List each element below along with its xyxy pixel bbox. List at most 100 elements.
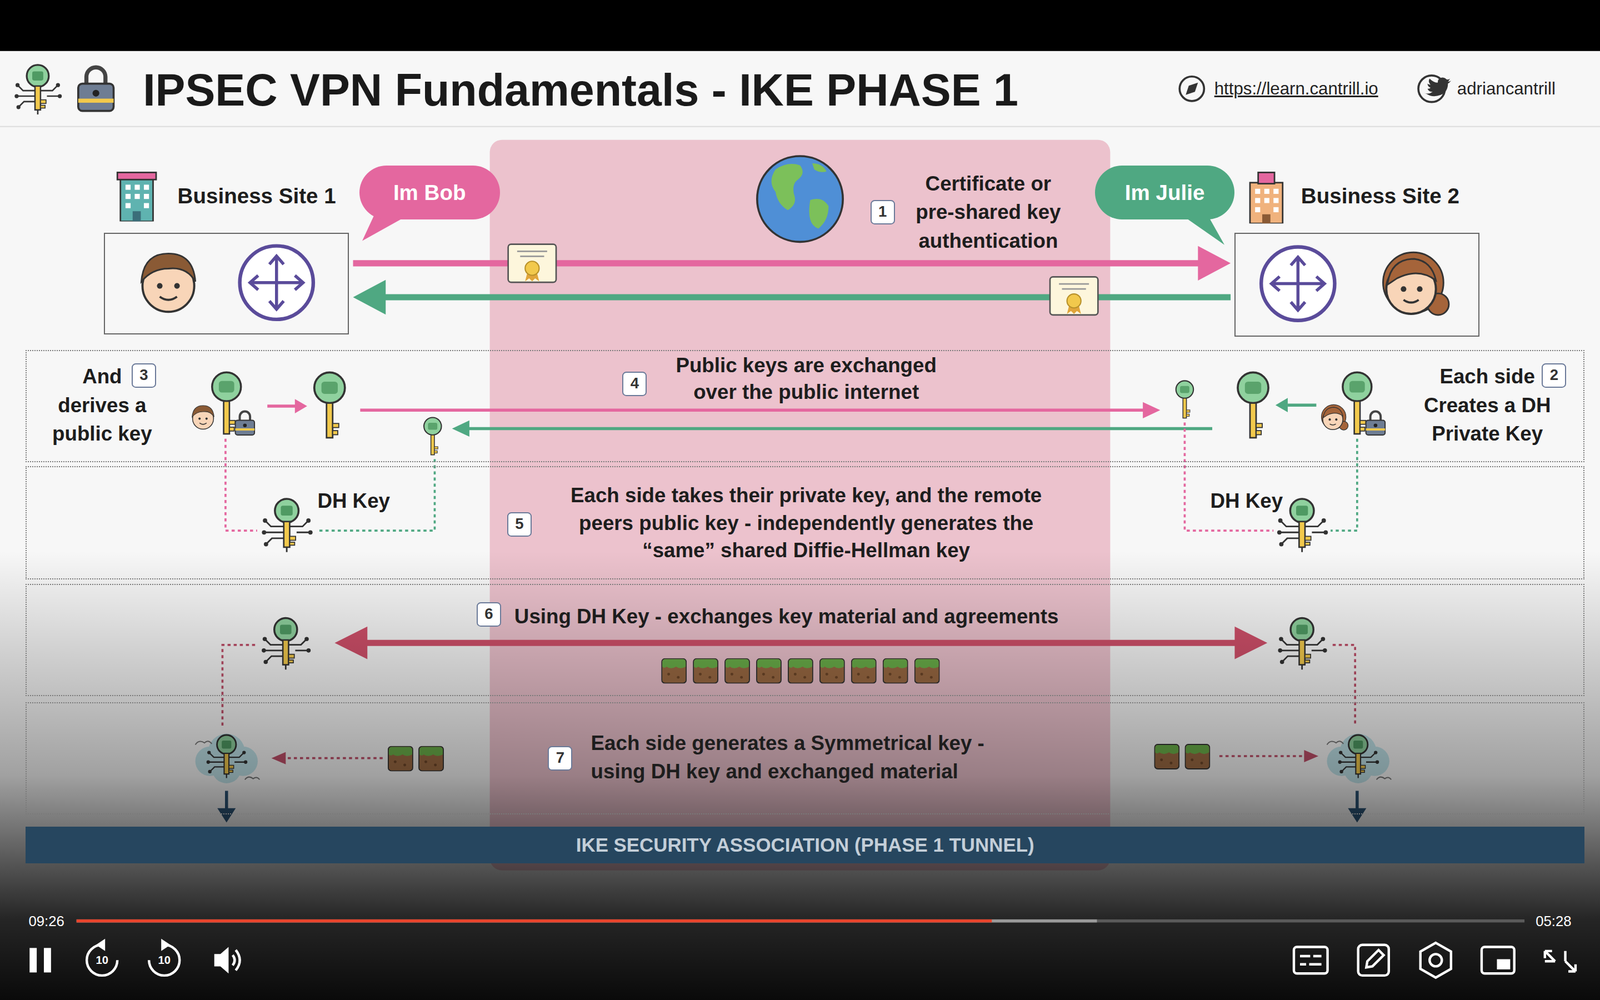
dh-key-icon [261, 498, 313, 553]
router-symbol [240, 246, 1335, 321]
step-band: Using DH Key - exchanges key material an… [25, 583, 1585, 697]
private-public-keys [295, 398, 308, 414]
globe-icon [812, 163, 827, 173]
player-shade [0, 551, 1600, 1000]
step-band: And derives a public keyPublic keys are … [25, 350, 1585, 463]
tunnel-bar: IKE SECURITY ASSOCIATION (PHASE 1 TUNNEL… [25, 826, 1585, 864]
speech-bubble: Im Julie [1095, 165, 1235, 220]
step-band: Each side generates a Symmetrical key - … [25, 702, 1585, 815]
step-text: Each side takes their private key, and t… [541, 481, 1072, 565]
progress-bar [76, 919, 1525, 923]
private-public-keys [423, 417, 442, 455]
globe-icon [757, 156, 843, 242]
private-public-keys [235, 411, 255, 435]
link-icons [1185, 82, 1198, 95]
certificate-icon [508, 244, 1099, 315]
slide-title: IPSEC VPN Fundamentals - IKE PHASE 1 [142, 59, 1019, 121]
player-controls [1358, 945, 1389, 976]
site-box: Business Site 2 [1234, 169, 1480, 337]
site-heading: Business Site 2 [1301, 181, 1460, 210]
callout-number: 6 [476, 602, 502, 627]
title-icons [78, 67, 114, 111]
player-controls [232, 950, 240, 971]
connector-arrow [382, 293, 1231, 300]
player-controls [1545, 951, 1576, 972]
person-face [141, 252, 1449, 315]
player-controls [43, 947, 52, 973]
router-symbol [240, 246, 314, 320]
bubble-text: Im Julie [1095, 165, 1235, 220]
globe-icon [757, 156, 843, 242]
private-public-keys [267, 404, 296, 408]
step-text: Each side generates a Symmetrical key - … [591, 728, 995, 787]
player-controls [1496, 959, 1510, 970]
time-remaining: 05:28 [1535, 911, 1572, 932]
callout-number: 1 [870, 200, 895, 225]
time-elapsed: 09:26 [28, 911, 64, 932]
building-icon [1250, 172, 1283, 224]
player-controls [29, 938, 1576, 978]
certificate-icon [1050, 276, 1098, 315]
player-controls [214, 946, 229, 974]
certificate-icon [508, 244, 557, 283]
dh-key-leaders [1184, 422, 1274, 531]
private-public-keys [1366, 411, 1385, 435]
site-box-outline [1234, 232, 1480, 337]
dh-key-leaders [1330, 438, 1358, 531]
globe-icon [809, 198, 829, 229]
bubble-text: Im Bob [359, 165, 500, 220]
connector-arrowhead [1197, 246, 1231, 281]
link-text: https://learn.cantrill.io [1214, 75, 1379, 103]
private-public-keys [1142, 402, 1160, 419]
private-public-keys [314, 372, 345, 438]
router-symbol [1261, 246, 1335, 320]
connector-arrow [353, 260, 1202, 267]
building-icon [117, 172, 157, 222]
progress-bar [76, 919, 993, 923]
private-public-keys [1287, 403, 1317, 407]
connector-arrow [353, 246, 1232, 281]
connector-arrowhead [353, 280, 387, 315]
player-controls [29, 947, 37, 973]
player-controls [86, 945, 118, 976]
person-face [141, 253, 196, 312]
player-controls [161, 938, 171, 952]
site-box: Business Site 1 [103, 169, 349, 335]
private-public-keys [192, 405, 214, 430]
step-text: DH Key [317, 486, 390, 515]
skip-seconds: 10 [152, 953, 177, 968]
player-controls [1481, 946, 1515, 974]
step-band: DH Key Each side takes their private key,… [25, 466, 1585, 580]
step-text: Certificate or pre-shared key authentica… [903, 169, 1073, 255]
player-controls [96, 938, 106, 952]
site-heading: Business Site 1 [177, 181, 337, 210]
player-controls [1420, 942, 1452, 978]
step-text: Using DH Key - exchanges key material an… [514, 602, 1059, 631]
speech-bubble: Im Bob [359, 165, 500, 220]
callout-number: 2 [1541, 363, 1567, 388]
progress-bar [76, 919, 1098, 923]
skip-seconds: 10 [90, 953, 115, 968]
handle-text: adriancantrill [1457, 75, 1556, 103]
private-public-keys [360, 408, 1145, 413]
private-public-keys [452, 420, 470, 437]
callout-number: 7 [547, 746, 573, 771]
callout-number: 4 [622, 371, 647, 397]
player-shade [0, 551, 1600, 1000]
player-controls [1293, 946, 1328, 974]
bar-text: IKE SECURITY ASSOCIATION (PHASE 1 TUNNEL… [25, 826, 1585, 864]
title-icons [14, 65, 114, 115]
globe-icon [771, 163, 803, 210]
slide-background [0, 126, 1600, 128]
callout-number: 5 [507, 512, 532, 537]
slide-background [0, 0, 1600, 52]
private-public-keys [1321, 404, 1349, 430]
step-text: DH Key [1210, 486, 1284, 515]
title-icons [14, 65, 62, 115]
player-controls [1366, 950, 1384, 968]
callout-number: 3 [131, 363, 157, 388]
player-controls [148, 945, 180, 976]
